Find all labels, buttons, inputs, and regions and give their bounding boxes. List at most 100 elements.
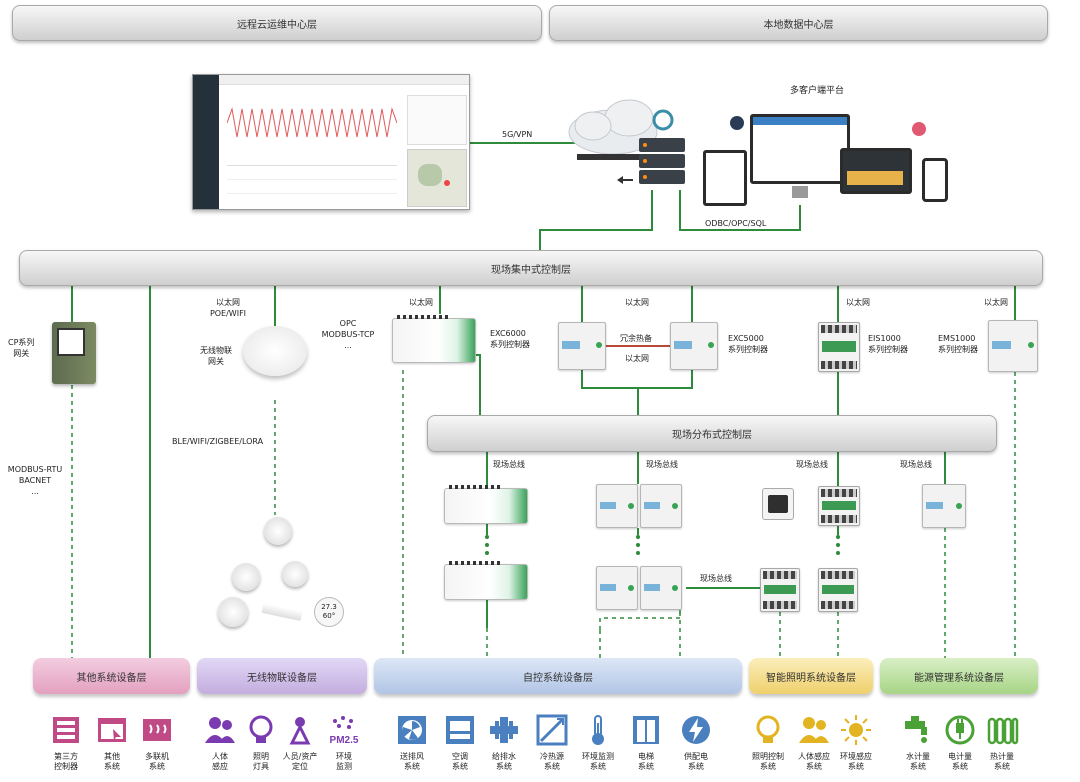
human-sensing-label: 人体感应: [212, 752, 228, 771]
local-datacenter-layer: 本地数据中心层: [549, 5, 1048, 41]
lighting-relay-3c: [818, 568, 858, 612]
location-icon: [283, 713, 317, 747]
bulb-icon: [244, 713, 278, 747]
distributed-controller-1b: [444, 561, 528, 600]
energy-device-layer: 能源管理系统设备层: [880, 658, 1038, 694]
multi-client-label: 多客户端平台: [790, 86, 845, 96]
heat-cold-source-label: 冷热源系统: [540, 752, 564, 771]
sun-icon: [839, 713, 873, 747]
cloud-server-icon: [568, 99, 685, 184]
fieldbus-label-4: 现场总线: [900, 460, 932, 469]
lighting-device-layer: 智能照明系统设备层: [749, 658, 873, 694]
energy-meter-module: [922, 484, 966, 528]
exc6000-ethernet-label: 以太网: [409, 298, 433, 307]
wireless-gateway-label: 无线物联网关: [200, 346, 232, 366]
heat-metering-label: 热计量系统: [990, 752, 1014, 771]
fieldbus-label-2: 现场总线: [646, 460, 678, 469]
faucet-icon: [901, 713, 935, 747]
valve-icon: [487, 713, 521, 747]
radiator-icon: [985, 713, 1019, 747]
fieldbus-label-5: 现场总线: [700, 574, 732, 583]
odbc-label: ODBC/OPC/SQL: [705, 219, 767, 228]
bolt-icon: [679, 713, 713, 747]
other-system-device-layer: 其他系统设备层: [33, 658, 190, 694]
distributed-module-2d: [640, 566, 682, 610]
browser-icon: [95, 713, 129, 747]
ems1000-ethernet-label: 以太网: [984, 298, 1008, 307]
human-sensing-system-label: 人体感应系统: [798, 752, 830, 771]
third-party-controller-label: 第三方控制器: [54, 752, 78, 771]
water-metering-label: 水计量系统: [906, 752, 930, 771]
exc5000-controller-a: [558, 322, 606, 370]
people-icon: [797, 713, 831, 747]
svg-text:PM2.5: PM2.5: [330, 735, 359, 746]
distributed-module-2c: [596, 566, 638, 610]
wireless-protocols-label: BLE/WIFI/ZIGBEE/LORA: [172, 437, 264, 446]
elevator-icon: [629, 713, 663, 747]
ellipsis-dots-3: [836, 535, 840, 559]
asset-location-label: 人员/资产定位: [282, 752, 318, 771]
cabinet-icon: [49, 713, 83, 747]
environment-system-label: 环境监测系统: [582, 752, 614, 771]
power-supply-label: 供配电系统: [684, 752, 708, 771]
power-metering-label: 电计量系统: [948, 752, 972, 771]
wireless-gateway-device: [243, 326, 307, 376]
ambient-sensing-label: 环境感应系统: [840, 752, 872, 771]
environment-monitor-label: 环境监测: [336, 752, 352, 771]
exc5000-ethernet-top-label: 以太网: [625, 298, 649, 307]
plug-icon: [943, 713, 977, 747]
remote-cloud-layer: 远程云运维中心层: [12, 5, 542, 41]
lighting-relay-3b: [760, 568, 800, 612]
ventilation-label: 送排风系统: [400, 752, 424, 771]
eis1000-controller: [818, 322, 860, 372]
distributed-module-2b: [640, 484, 682, 528]
fieldbus-label-1: 现场总线: [493, 460, 525, 469]
elevator-label: 电梯系统: [638, 752, 654, 771]
panel-icon: [535, 713, 569, 747]
bulb-icon: [751, 713, 785, 747]
multi-client-devices: [700, 100, 955, 210]
thermometer-icon: [581, 713, 615, 747]
cp-gateway-device: [52, 322, 96, 384]
people-icon: [203, 713, 237, 747]
water-supply-label: 给排水系统: [492, 752, 516, 771]
distributed-module-2a: [596, 484, 638, 528]
ac-icon: [443, 713, 477, 747]
ems1000-controller: [988, 320, 1038, 372]
wireless-iot-device-layer: 无线物联设备层: [197, 658, 367, 694]
heater-icon: [140, 713, 174, 747]
exc5000-controller-b: [670, 322, 718, 370]
ellipsis-dots-1: [485, 535, 489, 559]
cp-gateway-label: CP系列网关: [8, 338, 35, 358]
vpn-link-label: 5G/VPN: [502, 130, 533, 139]
lighting-relay-3a: [818, 486, 860, 526]
distributed-controller-1a: [444, 485, 528, 524]
wall-panel-switch: [762, 488, 794, 520]
distributed-control-layer: 现场分布式控制层: [427, 415, 997, 452]
pm25-icon: PM2.5: [327, 713, 361, 747]
fan-icon: [395, 713, 429, 747]
central-control-layer: 现场集中式控制层: [19, 250, 1043, 286]
eis1000-ethernet-label: 以太网: [846, 298, 870, 307]
auto-control-device-layer: 自控系统设备层: [374, 658, 742, 694]
multi-link-system-label: 多联机系统: [145, 752, 169, 771]
cloud-dashboard-screenshot: [192, 74, 470, 210]
exc6000-controller: [392, 315, 476, 363]
exc5000-ethernet-mid-label: 以太网: [625, 354, 649, 363]
air-conditioning-label: 空调系统: [452, 752, 468, 771]
other-system-label: 其他系统: [104, 752, 120, 771]
lighting-fixture-label: 照明灯具: [253, 752, 269, 771]
redundant-label: 冗余热备: [620, 334, 652, 343]
fieldbus-label-3: 现场总线: [796, 460, 828, 469]
lighting-control-label: 照明控制系统: [752, 752, 784, 771]
ellipsis-dots-2: [636, 535, 640, 559]
